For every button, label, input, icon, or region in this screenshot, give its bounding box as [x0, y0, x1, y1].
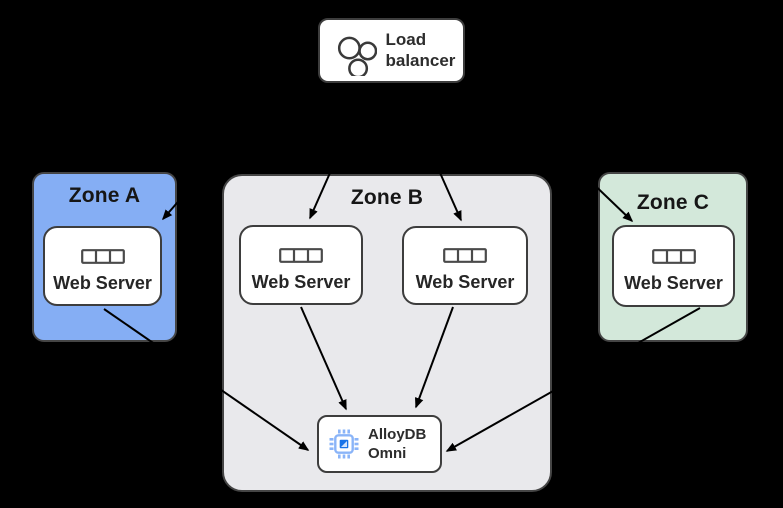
web-server-label: Web Server [415, 272, 515, 292]
load-balancer-label: Load balancer [385, 29, 456, 70]
zone-c-label: Zone C [636, 191, 710, 214]
web-server-label: Web Server [251, 271, 351, 292]
alloydb-chip-icon [329, 429, 359, 459]
server-rack-icon [651, 248, 696, 264]
web-server-label: Web Server [53, 272, 152, 293]
zone-b-web-server-2-node: Web Server [402, 226, 528, 305]
zone-a-web-server-node: Web Server [43, 226, 162, 306]
zone-c-web-server-node: Web Server [612, 225, 735, 307]
zone-b-web-server-1-node: Web Server [239, 225, 363, 305]
alloydb-omni-node: AlloyDB Omni [317, 415, 442, 473]
load-balancer-node: Load balancer [318, 18, 465, 83]
zone-a-label: Zone A [68, 184, 141, 207]
server-rack-icon [80, 248, 125, 264]
load-balancer-circles-icon [337, 36, 377, 76]
server-rack-icon [279, 247, 323, 263]
alloydb-omni-label: AlloyDB Omni [368, 425, 427, 463]
zone-b-label: Zone B [350, 186, 424, 209]
server-rack-icon [443, 248, 487, 263]
web-server-label: Web Server [624, 272, 723, 293]
